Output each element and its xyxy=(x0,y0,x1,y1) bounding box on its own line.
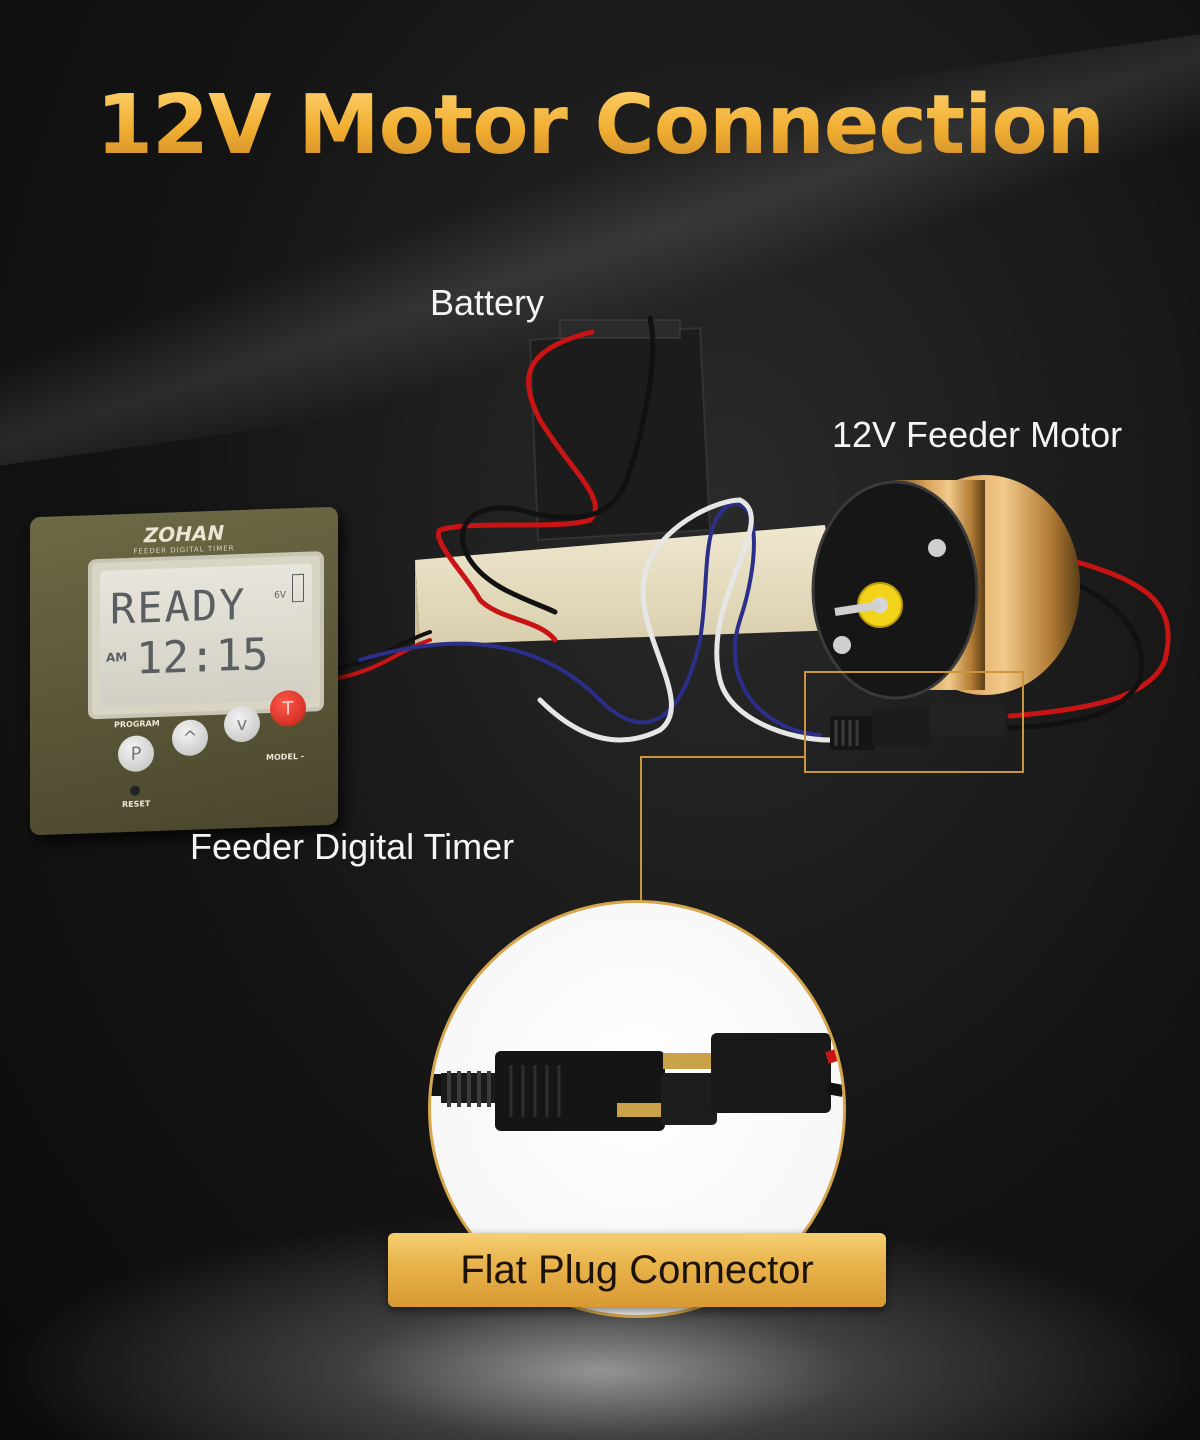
battery-label: Battery xyxy=(430,282,545,323)
program-button: P xyxy=(118,735,154,773)
feeder-digital-timer-device: ZOHAN FEEDER DIGITAL TIMER READY 6V AM 1… xyxy=(30,506,338,836)
up-button: ^ xyxy=(172,719,208,757)
feeder-motor xyxy=(811,475,1080,700)
program-label: PROGRAM xyxy=(114,718,160,730)
white-wire xyxy=(537,497,833,743)
battery-red-wire xyxy=(435,329,598,643)
battery-level-icon xyxy=(292,573,304,603)
lcd-time: 12:15 xyxy=(136,629,269,685)
battery-black-wire xyxy=(459,315,656,615)
blue-wire xyxy=(358,502,822,737)
reset-hole xyxy=(130,785,140,796)
model-label: MODEL - xyxy=(266,751,305,763)
test-button: T xyxy=(270,689,306,727)
base-block xyxy=(415,525,840,645)
timer-label: Feeder Digital Timer xyxy=(190,826,515,867)
plug-right-body xyxy=(711,1033,831,1113)
timer-red-wire xyxy=(336,638,432,680)
reset-label: RESET xyxy=(122,799,151,810)
page-title: 12V Motor Connection xyxy=(0,78,1200,173)
lcd-am: AM xyxy=(106,649,128,665)
motor-label: 12V Feeder Motor xyxy=(832,414,1123,455)
callout-line-horizontal xyxy=(640,756,804,758)
plug-metal-pin-top xyxy=(663,1053,713,1069)
lcd-voltage: 6V xyxy=(274,590,286,601)
down-button: v xyxy=(224,705,260,743)
callout-line-vertical xyxy=(640,756,642,902)
motor-red-lead xyxy=(1007,557,1171,719)
lcd-status-text: READY xyxy=(110,579,247,634)
battery-body xyxy=(528,319,712,542)
plug-metal-pin-bottom xyxy=(617,1103,667,1117)
inline-connector xyxy=(830,703,1005,750)
flat-plug-closeup xyxy=(431,1033,843,1131)
connector-callout-box xyxy=(804,671,1024,773)
plug-left-body xyxy=(495,1051,665,1131)
plug-strain-relief xyxy=(441,1071,501,1107)
motor-black-lead xyxy=(1007,577,1145,731)
connector-badge: Flat Plug Connector xyxy=(388,1233,886,1307)
connector-label: Flat Plug Connector xyxy=(460,1247,814,1292)
